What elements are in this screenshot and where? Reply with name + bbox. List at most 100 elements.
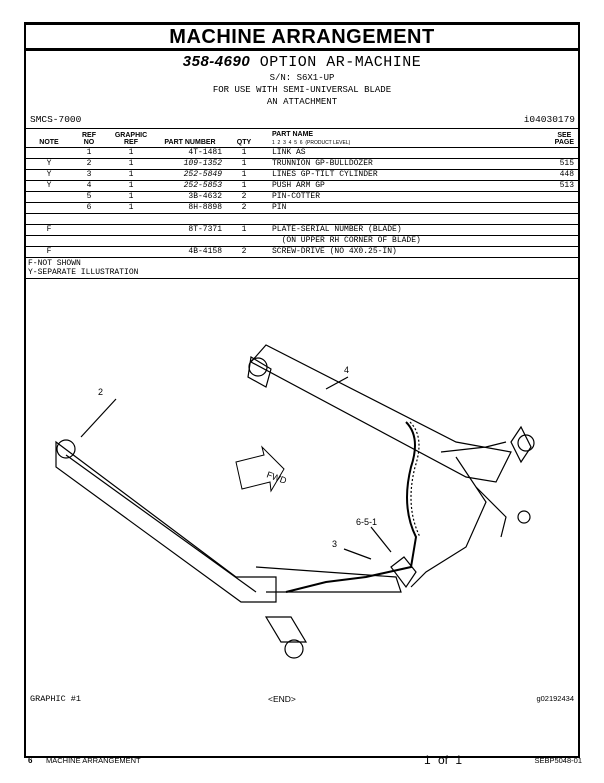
cell-graphic-ref: 1 xyxy=(128,159,134,168)
cell-qty: 2 xyxy=(241,203,247,212)
table-row: Y 3 1 252-5849 1 LINES GP-TILT CYLINDER … xyxy=(26,170,578,181)
left-trunnion xyxy=(264,616,308,643)
footer-section: MACHINE ARRANGEMENT xyxy=(46,756,141,765)
parts-illustration: FWD 4 2 3 6-5-1 xyxy=(55,344,535,659)
header-ref-1: REF xyxy=(82,132,96,139)
cell-part-name: SCREW-DRIVE (NO 4X0.25-IN) xyxy=(272,247,397,256)
callout-fwd: FWD xyxy=(265,469,288,486)
cell-qty: 1 xyxy=(241,148,247,157)
cell-qty: 1 xyxy=(241,181,247,190)
cell-graphic-ref: 1 xyxy=(128,148,134,157)
group-name: OPTION AR-MACHINE xyxy=(259,54,422,71)
cell-see-page[interactable]: 448 xyxy=(559,170,574,179)
page-count: 1 of 1 xyxy=(424,753,463,767)
cell-see-page[interactable]: 513 xyxy=(559,181,574,190)
header-qty: QTY xyxy=(236,139,252,146)
graphic-caption: GRAPHIC #1 <END> g02192434 xyxy=(30,694,574,704)
table-row: Y 2 1 109-1352 1 TRUNNION GP-BULLDOZER 5… xyxy=(26,159,578,170)
cell-part-number[interactable]: 8T-7371 xyxy=(188,225,222,234)
cell-part-name: PIN xyxy=(272,203,287,212)
cell-ref-no: 4 xyxy=(86,181,92,190)
table-row: F 4B-4158 2 SCREW-DRIVE (NO 4X0.25-IN) xyxy=(26,247,578,258)
page-title: MACHINE ARRANGEMENT xyxy=(26,25,578,51)
left-push-arm xyxy=(55,440,277,603)
header-part-name: PART NAME xyxy=(272,131,314,138)
cell-note: Y xyxy=(46,170,52,179)
footnote-f: F-NOT SHOWN xyxy=(28,259,81,268)
header-product-level: 1 2 3 4 5 6 (PRODUCT LEVEL) xyxy=(272,140,351,146)
cell-graphic-ref: 1 xyxy=(128,203,134,212)
cell-part-name: LINK AS xyxy=(272,148,306,157)
cell-part-number[interactable]: 4T-1481 xyxy=(188,148,222,157)
cell-note: F xyxy=(46,225,52,234)
cell-part-name: (ON UPPER RH CORNER OF BLADE) xyxy=(272,236,421,245)
cell-qty: 1 xyxy=(241,170,247,179)
cell-ref-no: 2 xyxy=(86,159,92,168)
table-row: 6 1 8H-8898 2 PIN xyxy=(26,203,578,214)
smcs-code: SMCS-7000 xyxy=(30,114,82,125)
cell-part-number[interactable]: 252-5849 xyxy=(183,170,222,179)
cell-qty: 1 xyxy=(241,159,247,168)
usage-line-2: AN ATTACHMENT xyxy=(266,97,338,107)
cell-part-name: PLATE-SERIAL NUMBER (BLADE) xyxy=(272,225,402,234)
header-note: NOTE xyxy=(39,139,59,146)
header-gr-2: REF xyxy=(124,139,138,146)
header-part-number: PART NUMBER xyxy=(164,139,216,146)
cell-qty: 2 xyxy=(241,247,247,256)
page-frame: MACHINE ARRANGEMENT 358-4690 OPTION AR-M… xyxy=(24,22,580,758)
cell-ref-no: 5 xyxy=(86,192,92,201)
page-footer: 6 MACHINE ARRANGEMENT 1 of 1 SEBP5048-01 xyxy=(28,753,582,768)
header-see-2: PAGE xyxy=(554,139,574,146)
cell-part-number[interactable]: 109-1352 xyxy=(183,159,222,168)
cell-qty: 1 xyxy=(241,225,247,234)
cell-graphic-ref: 1 xyxy=(128,181,134,190)
footer-doc-number: SEBP5048-01 xyxy=(534,756,582,765)
end-marker: <END> xyxy=(268,694,296,704)
cell-graphic-ref: 1 xyxy=(128,192,134,201)
cell-note: Y xyxy=(46,159,52,168)
serial-range: S/N: S6X1-UP xyxy=(269,73,335,83)
callout-6-5-1: 6-5-1 xyxy=(356,517,377,527)
cell-part-number[interactable]: 4B-4158 xyxy=(188,247,222,256)
tilt-cylinder-lines xyxy=(285,421,418,593)
cell-note: Y xyxy=(46,181,52,190)
callout-3: 3 xyxy=(332,539,337,549)
footnote-y: Y-SEPARATE ILLUSTRATION xyxy=(28,268,139,277)
page-number: 6 xyxy=(28,756,33,765)
graphic-id: g02192434 xyxy=(536,694,574,703)
table-row: 5 1 3B-4632 2 PIN-COTTER xyxy=(26,192,578,203)
header-see-1: SEE xyxy=(557,132,572,139)
cell-part-name: PIN-COTTER xyxy=(272,192,321,201)
cell-ref-no: 1 xyxy=(86,148,92,157)
callout-4: 4 xyxy=(344,365,349,375)
smcs-row: SMCS-7000 i04030179 xyxy=(26,108,578,129)
table-row: F 8T-7371 1 PLATE-SERIAL NUMBER (BLADE) xyxy=(26,225,578,236)
link-assembly xyxy=(255,566,402,593)
footnotes: F-NOT SHOWN Y-SEPARATE ILLUSTRATION xyxy=(26,258,578,279)
forward-arrow-icon xyxy=(235,445,285,493)
group-header: 358-4690 OPTION AR-MACHINE S/N: S6X1-UP … xyxy=(26,53,578,108)
table-row: Y 4 1 252-5853 1 PUSH ARM GP 513 xyxy=(26,181,578,192)
header-gr-1: GRAPHIC xyxy=(114,132,148,139)
graphic-label: GRAPHIC #1 xyxy=(30,694,82,704)
cell-part-number[interactable]: 3B-4632 xyxy=(188,192,222,201)
table-row xyxy=(26,214,578,225)
document-id: i04030179 xyxy=(523,114,575,125)
table-row: 1 1 4T-1481 1 LINK AS xyxy=(26,148,578,159)
cell-part-number[interactable]: 8H-8898 xyxy=(188,203,222,212)
cell-see-page[interactable]: 515 xyxy=(559,159,574,168)
cell-part-name: PUSH ARM GP xyxy=(272,181,325,190)
usage-line-1: FOR USE WITH SEMI-UNIVERSAL BLADE xyxy=(212,85,392,95)
table-row: (ON UPPER RH CORNER OF BLADE) xyxy=(26,236,578,247)
cell-part-number[interactable]: 252-5853 xyxy=(183,181,222,190)
cell-note: F xyxy=(46,247,52,256)
header-ref-2: NO xyxy=(83,139,95,146)
cell-part-name: LINES GP-TILT CYLINDER xyxy=(272,170,378,179)
group-part-number: 358-4690 xyxy=(182,53,251,70)
right-push-arm xyxy=(250,344,512,483)
cell-qty: 2 xyxy=(241,192,247,201)
